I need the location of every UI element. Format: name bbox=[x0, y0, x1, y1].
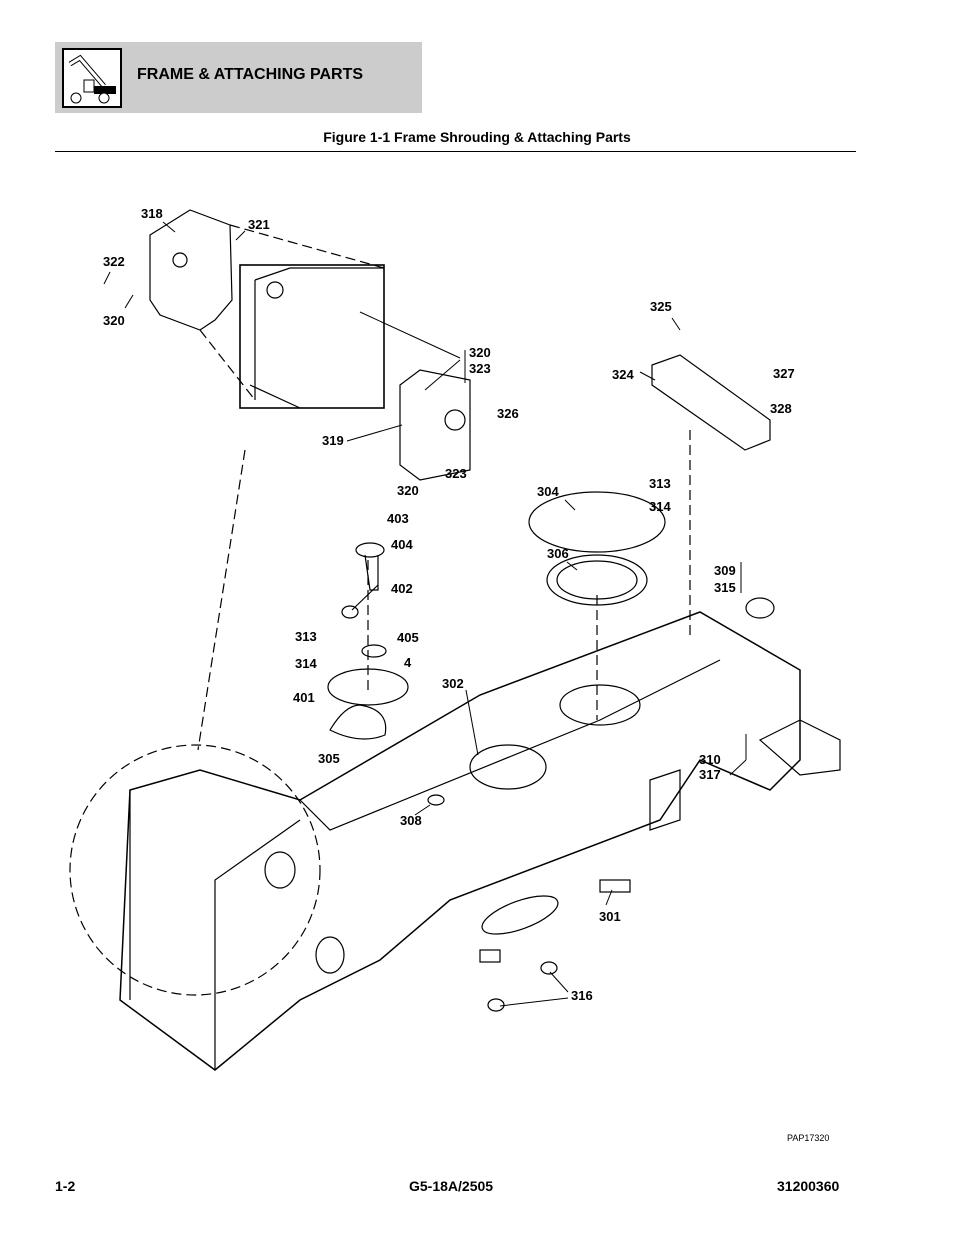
nut-316 bbox=[540, 961, 558, 975]
callout: 321 bbox=[248, 217, 270, 232]
callout: 325 bbox=[650, 299, 672, 314]
callout: 326 bbox=[497, 406, 519, 421]
o-ring-405 bbox=[361, 644, 387, 658]
callout: 327 bbox=[773, 366, 795, 381]
callout: 404 bbox=[391, 537, 413, 552]
callout: 316 bbox=[571, 988, 593, 1003]
callout: 302 bbox=[442, 676, 464, 691]
section-title: FRAME & ATTACHING PARTS bbox=[137, 66, 364, 83]
callout: 405 bbox=[397, 630, 419, 645]
gasket-305 bbox=[329, 704, 387, 740]
shroud-panel-318 bbox=[149, 209, 233, 331]
callout: 4 bbox=[404, 655, 412, 670]
callout: 310 bbox=[699, 752, 721, 767]
section-header: FRAME & ATTACHING PARTS bbox=[55, 42, 422, 113]
page-number: 1-2 bbox=[55, 1178, 76, 1194]
detail-inset bbox=[239, 264, 385, 409]
plate-319 bbox=[399, 369, 471, 481]
callout: 322 bbox=[103, 254, 125, 269]
header-rule bbox=[55, 151, 856, 152]
callout: 320 bbox=[397, 483, 419, 498]
callout: 301 bbox=[599, 909, 621, 924]
callout: 315 bbox=[714, 580, 736, 595]
callout: 320 bbox=[469, 345, 491, 360]
filler-cap-309 bbox=[745, 597, 775, 619]
callout: 309 bbox=[714, 563, 736, 578]
callout: 304 bbox=[537, 484, 559, 499]
callout: 323 bbox=[469, 361, 491, 376]
callout: 402 bbox=[391, 581, 413, 596]
drawing-code: PAP17320 bbox=[787, 1133, 830, 1143]
model-number: G5-18A/2505 bbox=[409, 1178, 494, 1194]
figure-title: Figure 1-1 Frame Shrouding & Attaching P… bbox=[323, 129, 631, 145]
callout: 403 bbox=[387, 511, 409, 526]
cover-304 bbox=[528, 491, 666, 553]
gasket-306 bbox=[546, 554, 648, 606]
callout: 318 bbox=[141, 206, 163, 221]
plate-401 bbox=[327, 668, 409, 706]
callout: 324 bbox=[612, 367, 634, 382]
callout: 314 bbox=[295, 656, 317, 671]
telehandler-icon bbox=[62, 48, 122, 108]
callout: 317 bbox=[699, 767, 721, 782]
callout: 319 bbox=[322, 433, 344, 448]
callout: 320 bbox=[103, 313, 125, 328]
callout: 305 bbox=[318, 751, 340, 766]
main-frame bbox=[119, 611, 801, 1071]
callout: 328 bbox=[770, 401, 792, 416]
callout: 313 bbox=[649, 476, 671, 491]
detail-circle bbox=[69, 744, 321, 996]
callout: 314 bbox=[649, 499, 671, 514]
callout: 401 bbox=[293, 690, 315, 705]
manual-part-number: 31200360 bbox=[777, 1178, 840, 1194]
callout: 308 bbox=[400, 813, 422, 828]
callout: 313 bbox=[295, 629, 317, 644]
bracket-324 bbox=[651, 354, 771, 451]
callout: 306 bbox=[547, 546, 569, 561]
callout: 323 bbox=[445, 466, 467, 481]
